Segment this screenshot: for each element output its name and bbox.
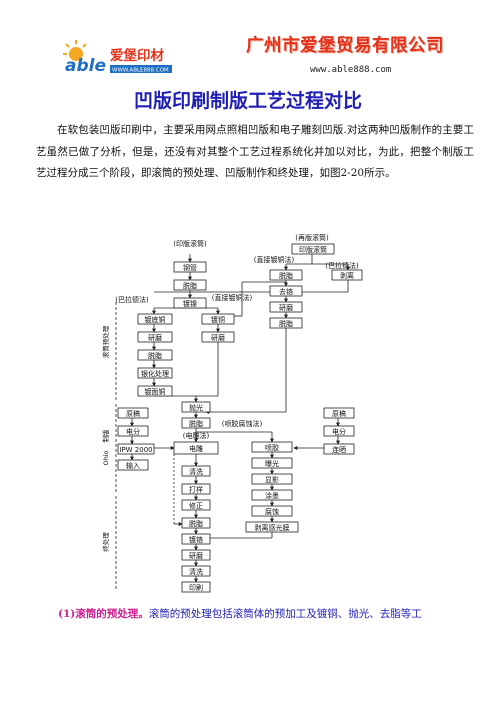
logo-text: 爱堡印材 (110, 47, 164, 64)
box-exposure: 曝光 (265, 459, 279, 468)
box-shoot: 连晒 (332, 445, 346, 454)
intro-paragraph: 在软包装凹版印刷中，主要采用网点照相凹版和电子雕刻凹版.对这两种凹版制作的主要工… (36, 124, 474, 179)
box-steel-pipe: 钢管 (183, 263, 197, 272)
box-degrease-6: 脱脂 (189, 519, 203, 528)
sun-icon (63, 40, 87, 61)
box-etch: 腐蚀 (265, 507, 279, 516)
logo-letters: able (65, 56, 106, 76)
box-chrome: 镀铬 (189, 535, 203, 544)
stage-make-label: 制版 (102, 429, 110, 443)
box-grind-4: 研磨 (189, 551, 203, 560)
box-polish: 抛光 (189, 403, 203, 412)
page-title: 凹版印刷制版工艺过程对比 (133, 90, 362, 112)
box-electrode-1: 电分 (126, 427, 140, 436)
box-degrease-2: 脱脂 (279, 271, 293, 280)
label-engrave: (电雕法) (183, 431, 210, 440)
box-degrease-5: 脱脂 (189, 419, 203, 428)
box-ipw: IPW 2000 (119, 446, 152, 454)
box-develop: 显影 (265, 475, 279, 484)
label-new-cylinder: (印版滚筒) (173, 239, 207, 248)
section-number: (1)滚筒的预处理。 (58, 608, 149, 620)
process-flowchart: (印版滚筒) 钢管 脱脂 镀镍 (巴拉德法) (直接镀铜法) 镀底铜 研磨 脱脂… (101, 232, 364, 594)
company-name: 广州市爱堡贸易有限公司 (246, 36, 444, 56)
logo-sub: WWW.ABLE888.COM (112, 68, 169, 74)
box-nickel: 镀镍 (183, 299, 197, 308)
box-ink-coat: 涂墨 (265, 491, 279, 500)
company-logo: able 爱堡印材 WWW.ABLE888.COM (62, 38, 190, 78)
box-face-cu: 镀面铜 (145, 387, 166, 396)
section-heading: (1)滚筒的预处理。滚筒的预处理包括滚筒体的预加工及镀铜、抛光、去脂等工 (58, 606, 478, 622)
label-direct-cu-1: (直接镀铜法) (254, 255, 295, 264)
box-electrode-2: 电分 (332, 427, 346, 436)
label-ballard-1: (巴拉德法) (115, 295, 149, 304)
box-original-2: 原稿 (332, 409, 346, 418)
label-used-cylinder: (再版滚筒) (295, 233, 329, 242)
box-strip-cr: 去铬 (279, 287, 293, 296)
box-wash-1: 清洗 (189, 467, 203, 476)
box-printing: 印刷 (189, 584, 203, 592)
box-grind-1: 研磨 (279, 303, 293, 312)
box-original-1: 原稿 (126, 409, 140, 418)
box-silver: 银化处理 (141, 369, 169, 378)
box-peel: 剥离 (340, 271, 354, 280)
box-degrease-3: 脱脂 (279, 319, 293, 328)
box-spray-glue: 喷胶 (265, 443, 279, 452)
box-electro-engrave: 电雕 (189, 444, 203, 453)
label-ballard-2: (巴拉德法) (325, 261, 359, 270)
box-proof: 打样 (189, 485, 203, 494)
box-strip-photo: 剥离感光膜 (255, 523, 290, 532)
box-grind-3: 研磨 (211, 333, 225, 342)
box-input: 输入 (126, 461, 140, 470)
stage-final-label: 终处理 (102, 532, 110, 552)
box-correct: 修正 (189, 501, 203, 510)
box-wash-2: 清洗 (189, 567, 203, 576)
box-degrease-4: 脱脂 (148, 351, 162, 360)
box-degrease-1: 脱脂 (183, 281, 197, 290)
box-base-cu: 镀底铜 (145, 315, 166, 324)
box-grind-2: 研磨 (148, 333, 162, 342)
label-spray: (喷胶腐蚀法) (222, 419, 263, 428)
stage-pre-label: 滚筒预处理 (102, 325, 110, 358)
section-text: 滚筒的预处理包括滚筒体的预加工及镀铜、抛光、去脂等工 (148, 608, 422, 620)
box-print-cylinder: 印版滚筒 (299, 245, 327, 254)
stage-ohio-label: Ohio (102, 450, 110, 465)
website-link[interactable]: www.able888.com (310, 65, 392, 75)
label-direct-cu-2: (直接镀铜法) (212, 293, 253, 302)
box-cu-plate: 镀铜 (211, 315, 225, 324)
